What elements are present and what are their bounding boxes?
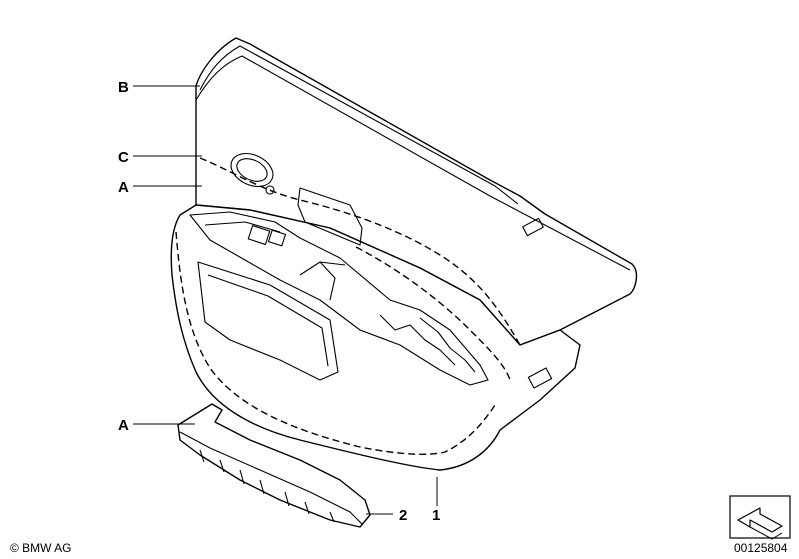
seam-line	[199, 157, 521, 346]
callout-b: B	[118, 79, 129, 96]
orientation-arrow-icon	[729, 495, 791, 540]
door-trim-panel	[170, 37, 638, 471]
speaker-grille	[230, 152, 274, 188]
window-switch	[527, 367, 553, 389]
armrest-cavity	[189, 211, 489, 386]
map-pocket	[197, 261, 339, 381]
callout-a-lower: A	[118, 417, 129, 434]
leader-lines	[133, 85, 438, 515]
door-handle-recess	[297, 187, 363, 246]
armrest-insert	[177, 403, 371, 528]
callout-part-2: 2	[399, 507, 407, 524]
callout-c: C	[118, 149, 129, 166]
callout-labels: B C A A 1 2	[118, 79, 440, 524]
door-trim-lower	[170, 204, 581, 471]
callout-part-1: 1	[432, 507, 440, 524]
callout-a-upper: A	[118, 179, 129, 196]
diagram-number: 00125804	[734, 541, 788, 555]
copyright-text: © BMW AG	[10, 541, 72, 555]
